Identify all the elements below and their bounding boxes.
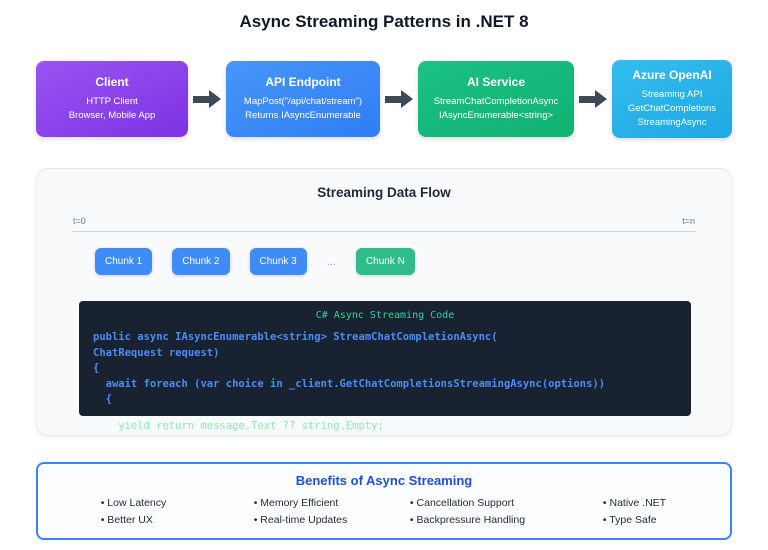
node-detail: IAsyncEnumerable<string> bbox=[438, 110, 554, 121]
pipeline-node-ai-service: AI Service StreamChatCompletionAsync IAs… bbox=[418, 61, 574, 137]
flow-title: Streaming Data Flow bbox=[317, 185, 451, 200]
arrow-slot bbox=[574, 90, 612, 108]
code-overflow-line: yield return message.Text ?? string.Empt… bbox=[93, 419, 384, 432]
benefit-item: • Backpressure Handling bbox=[409, 513, 526, 526]
arrow-head bbox=[209, 90, 221, 108]
chunk-item: Chunk 1 bbox=[95, 248, 153, 275]
arrow-bar bbox=[193, 95, 209, 103]
code-line: { bbox=[93, 393, 112, 405]
arrow-head bbox=[595, 90, 607, 108]
benefits-grid: • Low Latency • Better UX • Memory Effic… bbox=[50, 495, 718, 528]
page-title: Async Streaming Patterns in .NET 8 bbox=[239, 12, 529, 31]
benefit-item: • Cancellation Support bbox=[409, 497, 514, 509]
benefits-column: • Low Latency • Better UX bbox=[50, 495, 217, 528]
arrow-bar bbox=[579, 95, 595, 103]
pipeline-node-client: Client HTTP Client Browser, Mobile App bbox=[36, 61, 188, 137]
code-line: public async IAsyncEnumerable<string> St… bbox=[93, 331, 498, 343]
arrow-slot bbox=[380, 90, 418, 108]
node-detail: HTTP Client bbox=[86, 96, 138, 107]
pipeline-node-azure-openai: Azure OpenAI Streaming API GetChatComple… bbox=[612, 60, 732, 138]
timeline-end-label: t=n bbox=[682, 216, 695, 226]
chunk-item: Chunk 3 bbox=[249, 248, 307, 275]
code-block-header: C# Async Streaming Code bbox=[315, 310, 455, 321]
benefit-item: • Type Safe bbox=[602, 513, 657, 526]
node-detail: MapPost("/api/chat/stream") bbox=[243, 96, 363, 107]
chunk-n-item: Chunk N bbox=[355, 248, 415, 275]
node-detail: Returns IAsyncEnumerable bbox=[245, 110, 361, 121]
node-title: Azure OpenAI bbox=[632, 68, 712, 82]
benefit-item: • Native .NET bbox=[602, 497, 667, 509]
right-arrow-icon bbox=[193, 90, 221, 108]
node-detail: Browser, Mobile App bbox=[68, 110, 156, 121]
code-line: await foreach (var choice in _client.Get… bbox=[93, 377, 606, 390]
benefits-title: Benefits of Async Streaming bbox=[295, 473, 473, 488]
node-detail: Streaming API bbox=[641, 89, 703, 100]
node-detail: StreamChatCompletionAsync bbox=[433, 96, 559, 107]
node-detail: GetChatCompletions StreamingAsync bbox=[627, 103, 717, 128]
arrow-bar bbox=[385, 95, 401, 103]
benefits-column: • Native .NET • Type Safe bbox=[551, 495, 718, 528]
code-line: { bbox=[93, 362, 100, 374]
arrow-slot bbox=[188, 90, 226, 108]
right-arrow-icon bbox=[579, 90, 607, 108]
diagram-page: Async Streaming Patterns in .NET 8 Clien… bbox=[0, 12, 768, 550]
benefit-item: • Low Latency bbox=[100, 497, 167, 509]
benefits-column: • Cancellation Support • Backpressure Ha… bbox=[384, 495, 551, 528]
chunks-row: Chunk 1 Chunk 2 Chunk 3 ... Chunk N bbox=[95, 248, 695, 275]
benefits-card: Benefits of Async Streaming • Low Latenc… bbox=[36, 462, 732, 540]
code-block: C# Async Streaming Code public async IAs… bbox=[79, 301, 691, 416]
benefit-item: • Better UX bbox=[100, 513, 153, 526]
timeline-start-label: t=0 bbox=[73, 216, 86, 226]
chunk-item: Chunk 2 bbox=[172, 248, 230, 275]
right-arrow-icon bbox=[385, 90, 413, 108]
benefits-column: • Memory Efficient • Real-time Updates bbox=[217, 495, 384, 528]
node-title: API Endpoint bbox=[265, 75, 341, 89]
benefit-item: • Memory Efficient bbox=[253, 497, 339, 509]
streaming-data-flow-card: Streaming Data Flow t=0 t=n Chunk 1 Chun… bbox=[36, 168, 732, 436]
pipeline-node-api-endpoint: API Endpoint MapPost("/api/chat/stream")… bbox=[226, 61, 380, 137]
chunks-ellipsis: ... bbox=[326, 255, 336, 268]
arrow-head bbox=[401, 90, 413, 108]
node-title: AI Service bbox=[466, 75, 526, 89]
node-title: Client bbox=[95, 75, 129, 89]
code-line: ChatRequest request) bbox=[93, 346, 220, 359]
timeline-axis: t=0 t=n bbox=[73, 216, 695, 232]
pipeline-row: Client HTTP Client Browser, Mobile App A… bbox=[36, 60, 732, 138]
benefit-item: • Real-time Updates bbox=[253, 513, 348, 526]
